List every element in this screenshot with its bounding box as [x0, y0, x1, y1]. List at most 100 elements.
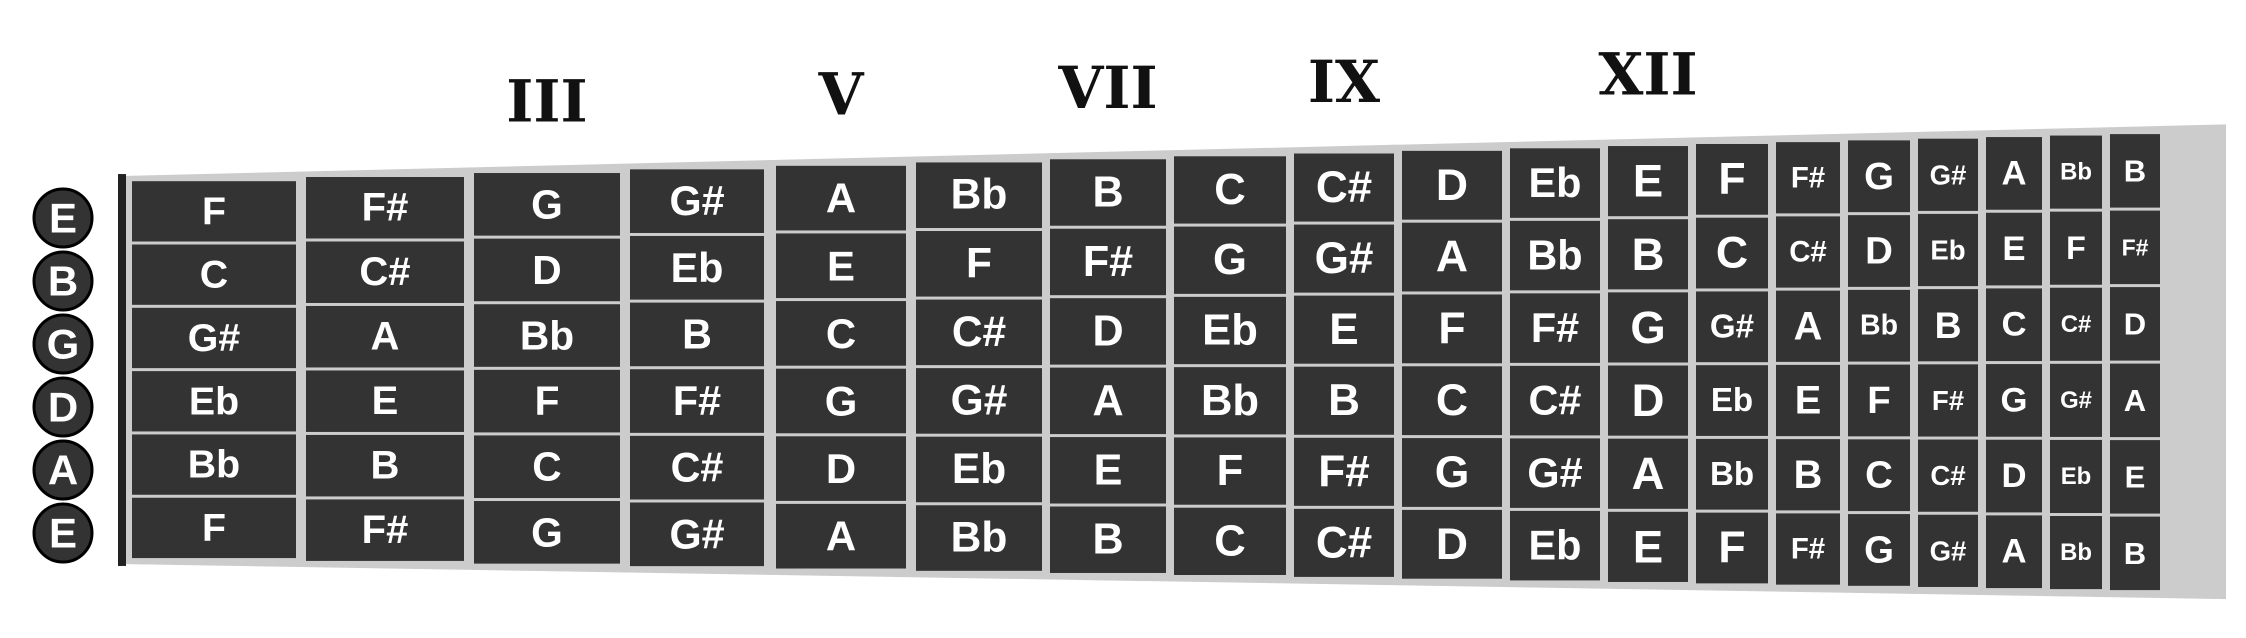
note-cell-background: [1294, 295, 1394, 364]
note-cell: G#: [1696, 291, 1768, 363]
note-cell: F#: [1918, 364, 1978, 437]
note-cell: G#: [630, 502, 764, 567]
note-cell-background: [1986, 212, 2042, 286]
note-label: G#: [1930, 535, 1967, 566]
note-cell: F: [1696, 512, 1768, 584]
note-cell: G#: [2050, 363, 2102, 437]
note-label: F: [1867, 379, 1890, 422]
note-cell-background: [1402, 222, 1502, 292]
note-cell-background: [2050, 516, 2102, 590]
note-cell: G: [1848, 140, 1910, 213]
note-cell: C: [1986, 288, 2042, 362]
note-cell-background: [1050, 159, 1166, 226]
note-label: C#: [1529, 378, 1582, 424]
note-cell: A: [1402, 222, 1502, 292]
note-label: C#: [952, 309, 1006, 356]
note-cell-background: [2110, 516, 2160, 591]
note-cell: C: [1174, 507, 1286, 575]
note-label: C: [1436, 376, 1468, 425]
note-label: G: [1864, 528, 1894, 571]
note-cell-background: [2050, 439, 2102, 514]
note-label: G: [2001, 381, 2028, 419]
note-cell-background: [1402, 294, 1502, 364]
note-cell: Eb: [2050, 439, 2102, 514]
note-cell: E: [1608, 511, 1688, 582]
note-label: Eb: [1529, 160, 1582, 206]
note-label: F#: [1791, 161, 1825, 194]
note-cell: A: [2110, 363, 2160, 438]
note-cell: G#: [1918, 514, 1978, 587]
note-cell: D: [776, 436, 906, 501]
note-label: E: [2125, 459, 2146, 494]
note-cell-background: [474, 173, 620, 236]
note-cell-background: [630, 502, 764, 567]
note-label: G#: [188, 316, 241, 360]
note-cell-background: [2110, 287, 2160, 361]
note-cell: E: [1050, 437, 1166, 504]
note-cell: B: [1050, 506, 1166, 573]
string-label: A: [48, 447, 78, 494]
note-cell: E: [1608, 146, 1688, 217]
note-cell-background: [1402, 366, 1502, 436]
note-cell-background: [776, 301, 906, 366]
note-cell-background: [474, 304, 620, 367]
note-cell: C#: [916, 299, 1042, 366]
note-label: F: [1718, 524, 1745, 573]
note-cell-background: [1050, 298, 1166, 365]
note-cell: F: [132, 497, 296, 559]
fret-marker-ix: IX: [1308, 48, 1380, 116]
note-label: A: [1632, 448, 1665, 499]
note-cell-background: [1294, 437, 1394, 506]
note-label: Eb: [671, 245, 724, 291]
note-label: F#: [362, 186, 409, 230]
note-label: Eb: [952, 446, 1006, 493]
note-cell: D: [1402, 150, 1502, 220]
note-label: E: [827, 242, 855, 289]
fretboard-body: FCG#EbBbFF#C#AEBF#GDBbFCGG#EbBF#C#G#AECG…: [118, 124, 2226, 600]
fret-marker-iii: III: [506, 68, 587, 136]
note-label: F#: [1932, 385, 1964, 416]
note-cell: Eb: [132, 371, 296, 432]
note-cell: Eb: [916, 436, 1042, 503]
note-cell-background: [916, 299, 1042, 366]
fret-marker-v: V: [817, 60, 864, 128]
note-label: A: [826, 175, 856, 222]
note-cell: F: [916, 231, 1042, 297]
open-string-2: B: [32, 250, 94, 312]
note-cell: F: [1174, 437, 1286, 505]
fret-column-9: C#G#EBF#C#: [1294, 153, 1394, 577]
note-label: A: [2001, 533, 2026, 571]
note-label: E: [1633, 156, 1663, 207]
note-cell: F#: [1510, 293, 1600, 363]
note-cell: F#: [1776, 142, 1840, 214]
note-label: E: [1329, 305, 1358, 354]
note-cell: D: [1402, 509, 1502, 579]
note-label: C: [826, 310, 856, 357]
note-label: C: [200, 253, 228, 297]
note-cell: Bb: [916, 505, 1042, 571]
note-label: G#: [951, 377, 1008, 424]
note-label: F#: [362, 508, 409, 552]
note-cell-background: [916, 162, 1042, 229]
note-cell-background: [1174, 296, 1286, 365]
note-cell: F#: [630, 369, 764, 433]
note-label: A: [1436, 233, 1468, 282]
note-label: F: [1438, 304, 1465, 353]
string-circle: [32, 502, 94, 564]
note-label: Bb: [2060, 159, 2092, 186]
note-label: F: [202, 506, 226, 550]
nut: [118, 174, 126, 566]
note-label: Eb: [2061, 463, 2092, 490]
note-cell-background: [1776, 290, 1840, 362]
note-cell-background: [630, 435, 764, 500]
note-label: D: [2001, 457, 2026, 495]
note-cell-background: [1510, 293, 1600, 363]
note-label: B: [1092, 169, 1123, 217]
note-label: C#: [671, 445, 724, 491]
note-label: B: [1794, 453, 1823, 497]
note-cell: Bb: [1174, 367, 1286, 435]
note-label: F#: [1531, 305, 1579, 351]
